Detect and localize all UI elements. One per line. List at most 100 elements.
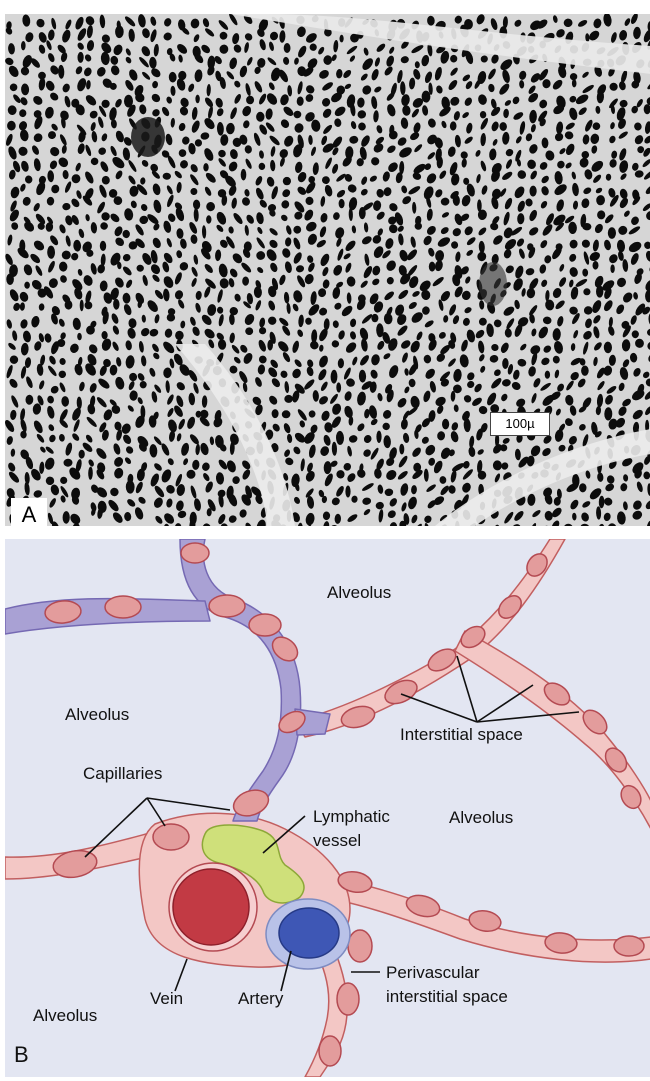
capillary-hole — [308, 304, 320, 316]
capillary-hole — [375, 136, 385, 145]
capillary-hole — [443, 315, 449, 323]
capillary-hole — [643, 29, 650, 43]
capillary-hole — [166, 313, 176, 322]
capillary-hole — [348, 208, 353, 221]
capillary-hole — [643, 104, 650, 115]
capillary-hole — [150, 473, 160, 487]
capillary-hole — [149, 444, 158, 458]
capillary-hole — [341, 305, 353, 317]
capillary-hole — [595, 406, 602, 416]
capillary-hole — [618, 118, 626, 129]
capillary-hole — [58, 434, 65, 442]
capillary-hole — [336, 382, 342, 393]
capillary-hole — [292, 390, 300, 403]
capillary-hole — [401, 185, 408, 194]
capillary-hole — [200, 442, 209, 456]
capillary-hole — [376, 323, 384, 338]
capillary-hole — [279, 149, 289, 159]
capillary-hole — [421, 90, 431, 103]
capillary-hole — [193, 254, 199, 265]
capillary-hole — [33, 420, 43, 434]
capillary-hole — [404, 386, 410, 394]
capillary-hole — [194, 53, 204, 64]
capillary-hole — [233, 356, 241, 364]
capillary-hole — [259, 327, 267, 335]
capillary-hole — [488, 68, 496, 80]
capillary-hole — [65, 215, 73, 226]
capillary-hole — [287, 85, 293, 97]
capillary-hole — [147, 214, 159, 225]
capillary-hole — [19, 109, 27, 118]
capillary-hole — [622, 359, 630, 368]
capillary-hole — [191, 277, 197, 287]
capillary-hole — [591, 421, 598, 436]
capillary-hole — [142, 252, 152, 265]
capillary-hole — [153, 352, 160, 360]
capillary-hole — [448, 340, 456, 349]
capillary-hole — [154, 485, 165, 498]
capillary-hole — [359, 327, 369, 341]
capillary-hole — [195, 290, 202, 300]
capillary-hole — [624, 18, 631, 26]
capillary-hole — [494, 369, 501, 377]
capillary-hole — [519, 121, 526, 135]
capillary-hole — [51, 341, 59, 355]
capillary-hole — [304, 274, 314, 285]
capillary-hole — [517, 200, 525, 212]
capillary-hole — [30, 58, 40, 68]
capillary-hole — [20, 41, 26, 51]
capillary-hole — [96, 67, 106, 77]
capillary-hole — [383, 187, 392, 197]
capillary-hole — [462, 317, 470, 326]
capillary-hole — [310, 424, 318, 434]
capillary — [152, 823, 190, 851]
capillary-hole — [137, 300, 143, 309]
capillary-hole — [323, 124, 333, 134]
capillary-hole — [424, 320, 434, 328]
capillary-hole — [506, 318, 515, 330]
capillary-hole — [266, 176, 275, 187]
capillary-hole — [114, 421, 122, 431]
capillary-hole — [465, 276, 471, 284]
capillary-hole — [98, 105, 107, 117]
capillary-hole — [176, 78, 186, 91]
capillary-hole — [427, 15, 435, 26]
capillary-hole — [180, 160, 188, 169]
capillary-hole — [325, 157, 332, 169]
capillary-hole — [180, 320, 186, 329]
capillary-hole — [165, 380, 170, 393]
capillary-hole — [25, 394, 34, 405]
capillary-hole — [115, 237, 125, 247]
capillary-hole — [408, 301, 417, 310]
capillary-hole — [463, 395, 472, 403]
capillary-hole — [349, 135, 359, 144]
capillary-hole — [593, 174, 602, 183]
vessel-band — [175, 344, 295, 526]
capillary-hole — [622, 259, 629, 272]
capillary-hole — [423, 354, 432, 364]
capillary-hole — [202, 462, 210, 471]
capillary-hole — [39, 461, 45, 474]
capillary-hole — [179, 262, 189, 271]
capillary-hole — [322, 108, 332, 118]
capillary-hole — [204, 186, 212, 196]
capillary-hole — [220, 134, 229, 146]
capillary-hole — [493, 319, 502, 328]
capillary-hole — [234, 94, 241, 104]
capillary-hole — [201, 314, 212, 326]
capillary-hole — [294, 383, 305, 394]
capillary-hole — [527, 493, 536, 506]
capillary-hole — [307, 255, 314, 263]
capillary-hole — [519, 80, 525, 89]
capillary-hole — [39, 380, 45, 390]
capillary-hole — [539, 118, 546, 127]
capillary-hole — [25, 456, 34, 470]
capillary-hole — [129, 185, 139, 197]
capillary-hole — [528, 247, 536, 259]
capillary-hole — [258, 18, 269, 32]
capillary-hole — [9, 209, 19, 222]
capillary-hole — [220, 523, 228, 526]
capillary-hole — [22, 55, 32, 68]
capillary-hole — [299, 420, 305, 428]
capillary-hole — [148, 415, 157, 428]
